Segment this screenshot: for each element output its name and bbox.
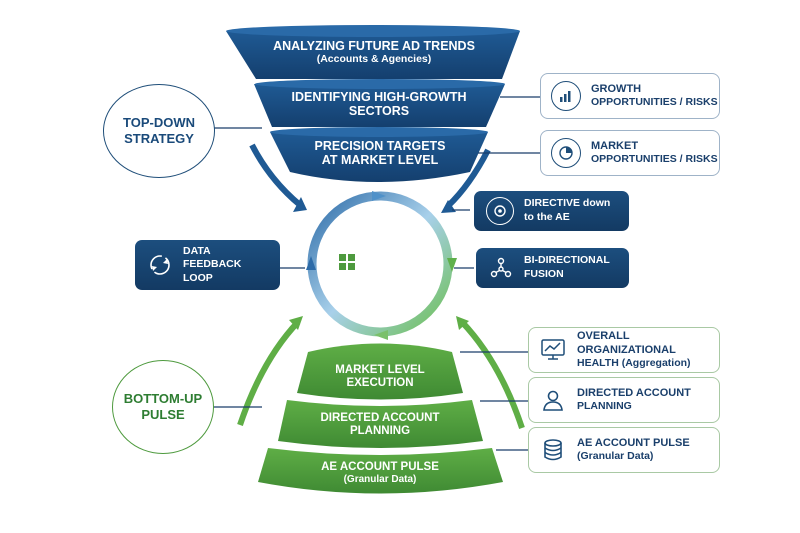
ring-arrow-right bbox=[447, 258, 457, 272]
feedback-line2: FEEDBACK bbox=[183, 258, 242, 271]
funnel-top-label-2-line1: IDENTIFYING HIGH-GROWTH bbox=[291, 90, 467, 104]
funnel-top-label-1-line1: ANALYZING FUTURE AD TRENDS bbox=[273, 39, 475, 53]
feedback-line3: LOOP bbox=[183, 271, 213, 284]
funnel-bottom-label-1-line2: EXECUTION bbox=[346, 377, 414, 390]
funnel-top-label-1-line2: (Accounts & Agencies) bbox=[316, 53, 432, 66]
monitor-chart-icon bbox=[539, 336, 567, 364]
funnel-bottom-label-3: AE ACCOUNT PULSE (Granular Data) bbox=[280, 461, 480, 486]
directive-card: DIRECTIVE down to the AE bbox=[474, 191, 629, 231]
ring-arrow-bottom bbox=[374, 330, 388, 340]
bottom-up-line2: PULSE bbox=[141, 407, 185, 422]
pie-chart-icon bbox=[551, 138, 581, 168]
data-feedback-loop-card: DATA FEEDBACK LOOP bbox=[135, 240, 280, 290]
funnel-top-label-3-line1: PRECISION TARGETS bbox=[314, 139, 446, 153]
bidirectional-line2: FUSION bbox=[524, 268, 564, 280]
planning-line1: DIRECTED ACCOUNT bbox=[577, 387, 691, 400]
flow-arrows bbox=[237, 143, 525, 429]
directive-line1: DIRECTIVE down bbox=[524, 197, 611, 210]
top-funnel bbox=[226, 25, 520, 182]
funnel-top-label-3: PRECISION TARGETS AT MARKET LEVEL bbox=[280, 139, 480, 168]
directed-account-planning-card: DIRECTED ACCOUNT PLANNING bbox=[528, 377, 720, 423]
funnel-top-tier-2 bbox=[254, 84, 505, 127]
network-icon bbox=[488, 255, 514, 281]
funnel-top-label-2: IDENTIFYING HIGH-GROWTH SECTORS bbox=[266, 90, 492, 119]
bi-directional-fusion-card: BI-DIRECTIONAL FUSION bbox=[476, 248, 629, 288]
top-down-strategy-badge: TOP-DOWN STRATEGY bbox=[103, 84, 215, 178]
pulse-line2: (Granular Data) bbox=[577, 450, 654, 463]
market-line2: OPPORTUNITIES / RISKS bbox=[591, 153, 718, 166]
cycle-ring bbox=[306, 191, 457, 340]
organizational-health-card: OVERALL ORGANIZATIONAL HEALTH (Aggregati… bbox=[528, 327, 720, 373]
arrow-top-left bbox=[249, 143, 302, 208]
funnel-top-label-3-line2: AT MARKET LEVEL bbox=[321, 153, 439, 168]
ae-account-pulse-card: AE ACCOUNT PULSE (Granular Data) bbox=[528, 427, 720, 473]
funnel-top-tier-1 bbox=[226, 31, 520, 79]
growth-line2: OPPORTUNITIES / RISKS bbox=[591, 96, 718, 109]
ring-arrow-top bbox=[372, 191, 386, 201]
grid-icon bbox=[339, 254, 355, 270]
bottom-up-pulse-badge: BOTTOM-UP PULSE bbox=[112, 360, 214, 454]
funnel-top-label-2-line2: SECTORS bbox=[348, 104, 410, 119]
bottom-funnel bbox=[258, 343, 503, 494]
funnel-bottom-tier-1 bbox=[297, 343, 463, 400]
bar-chart-icon bbox=[551, 81, 581, 111]
growth-line1: GROWTH bbox=[591, 83, 642, 96]
bidirectional-line1: BI-DIRECTIONAL bbox=[524, 254, 610, 267]
arrow-bottom-right bbox=[459, 319, 525, 429]
pulse-line1: AE ACCOUNT PULSE bbox=[577, 437, 690, 450]
planning-line2: PLANNING bbox=[577, 400, 632, 413]
top-down-line2: STRATEGY bbox=[124, 131, 194, 146]
funnel-bottom-tier-2 bbox=[278, 400, 483, 448]
funnel-bottom-label-2-line1: DIRECTED ACCOUNT bbox=[320, 412, 440, 424]
feedback-line1: DATA bbox=[183, 244, 211, 257]
funnel-bottom-tier-3 bbox=[258, 448, 503, 494]
arrow-bottom-left bbox=[237, 319, 301, 426]
user-icon bbox=[539, 386, 567, 414]
connector-lines bbox=[212, 96, 540, 451]
growth-card: GROWTH OPPORTUNITIES / RISKS bbox=[540, 73, 720, 119]
target-icon bbox=[486, 197, 514, 225]
org-health-line2: HEALTH (Aggregation) bbox=[577, 357, 691, 370]
funnel-bottom-label-1: MARKET LEVEL EXECUTION bbox=[300, 364, 460, 390]
funnel-bottom-label-1-line1: MARKET LEVEL bbox=[335, 364, 425, 376]
directive-line2: to the AE bbox=[524, 211, 570, 223]
funnel-top-label-1: ANALYZING FUTURE AD TRENDS (Accounts & A… bbox=[246, 39, 502, 65]
funnel-top-tier-3 bbox=[270, 132, 488, 182]
top-down-line1: TOP-DOWN bbox=[123, 114, 195, 130]
market-line1: MARKET bbox=[591, 140, 639, 153]
funnel-bottom-label-2: DIRECTED ACCOUNT PLANNING bbox=[290, 412, 470, 438]
ring-arrow-left bbox=[306, 256, 316, 270]
arrow-top-right bbox=[445, 148, 491, 209]
org-health-line1: OVERALL ORGANIZATIONAL bbox=[577, 329, 676, 357]
database-icon bbox=[539, 436, 567, 464]
bottom-up-line1: BOTTOM-UP bbox=[123, 390, 203, 406]
refresh-icon bbox=[147, 252, 173, 278]
market-card: MARKET OPPORTUNITIES / RISKS bbox=[540, 130, 720, 176]
funnel-bottom-label-3-line2: (Granular Data) bbox=[343, 474, 417, 486]
funnel-bottom-label-2-line2: PLANNING bbox=[349, 425, 411, 438]
funnel-bottom-label-3-line1: AE ACCOUNT PULSE bbox=[321, 461, 439, 473]
